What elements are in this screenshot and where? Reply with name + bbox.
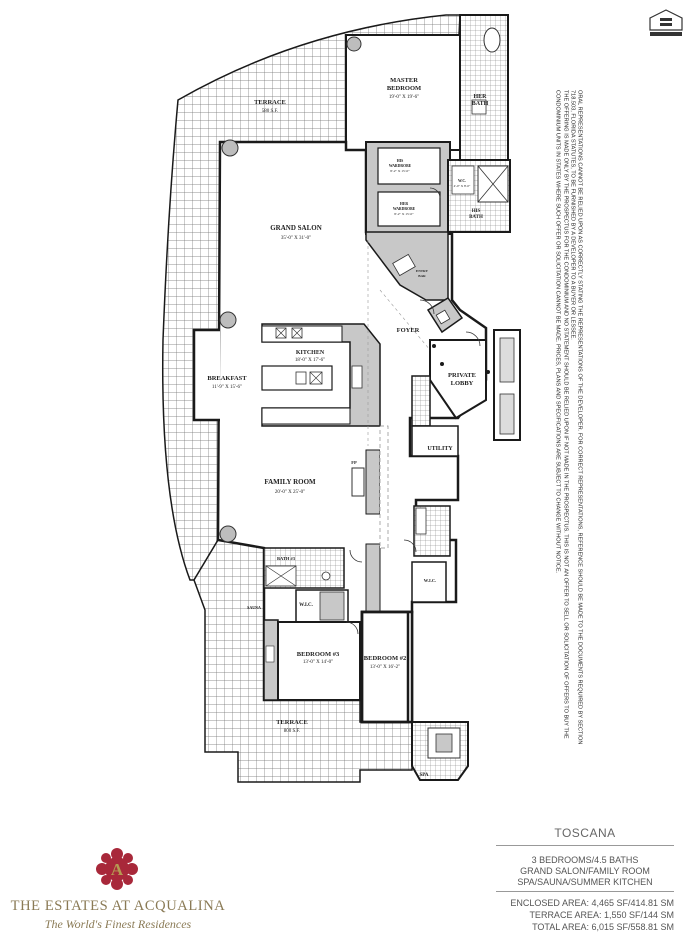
logo-letter: A (111, 860, 124, 879)
her-wardrobe (377, 191, 441, 227)
his-wardrobe-label: HIS (397, 159, 404, 163)
kitchen-label: KITCHEN (296, 350, 325, 356)
legal-disclaimer: ORAL REPRESENTATIONS CANNOT BE RELIED UP… (554, 90, 583, 850)
his-bath-label-2: BATH (469, 215, 483, 220)
her-wardrobe-dims: 8'-2" X 15'-0" (394, 212, 414, 216)
brand-name: THE ESTATES AT ACQUALINA (10, 898, 226, 914)
master-bedroom-dims: 19'-0" X 19'-6" (389, 95, 419, 100)
breakfast-label: BREAKFAST (207, 375, 247, 382)
bedroom3-dims: 13'-0" X 14'-0" (303, 660, 333, 665)
brand-tagline: The World's Finest Residences (44, 917, 192, 931)
wc-dims: 4'-0" X 8'-0" (454, 184, 471, 188)
family-room-dims: 20'-0" X 25'-0" (275, 490, 305, 495)
feature-line-1: 3 BEDROOMS/4.5 BATHS (531, 855, 639, 865)
her-bath-label-2: BATH (472, 101, 489, 107)
terrace-bottom-label: TERRACE (276, 719, 308, 726)
disclaimer-line-4: CONDOMINIUM UNITS IN STATES WHERE SUCH O… (554, 90, 561, 574)
property-name: TOSCANA (554, 826, 616, 840)
family-room-label: FAMILY ROOM (264, 478, 316, 486)
his-wardrobe-label-2: WARDROBE (389, 164, 412, 168)
disclaimer-line-1: ORAL REPRESENTATIONS CANNOT BE RELIED UP… (576, 90, 583, 745)
his-bath-label: HIS (472, 209, 481, 214)
his-wardrobe (377, 147, 441, 185)
utility-label: UTILITY (427, 446, 453, 452)
equal-housing-icon (649, 9, 683, 36)
acqualina-logo: A (96, 848, 138, 890)
her-wardrobe-label: HER (400, 202, 408, 206)
private-lobby-room (429, 339, 487, 420)
private-lobby-label: PRIVATE (448, 372, 476, 379)
spa-label: SPA (419, 773, 428, 778)
master-bedroom-label-2: BEDROOM (387, 85, 421, 92)
private-lobby-label-2: LOBBY (451, 380, 474, 387)
total-area: TOTAL AREA: 6,015 SF/558.81 SM (532, 922, 674, 932)
his-wardrobe-dims: 8'-2" X 15'-0" (390, 169, 410, 173)
her-bath-label: HER (473, 94, 487, 100)
terrace-bottom-area: 800 S.F. (284, 729, 300, 734)
disclaimer-line-2: 718.503, FLORIDA STATUTES, TO BE FURNISH… (569, 90, 576, 340)
terrace-top-label: TERRACE (254, 99, 286, 106)
entry-label-2: BAR (418, 274, 426, 278)
enclosed-area: ENCLOSED AREA: 4,465 SF/414.81 SM (510, 898, 674, 908)
terrace-top-area: 580 S.F. (262, 109, 278, 114)
breakfast-dims: 11'-9" X 15'-6" (212, 385, 242, 390)
feature-line-2: GRAND SALON/FAMILY ROOM (520, 866, 650, 876)
disclaimer-line-3: THE OFFERING IS MADE ONLY BY THE PROSPEC… (562, 90, 568, 739)
kitchen-dims: 18'-0" X 17'-6" (295, 358, 325, 363)
bath3-label: BATH #3 (277, 556, 296, 561)
wic2-label: W.I.C. (424, 578, 436, 583)
wic3-label: W.I.C. (299, 603, 314, 608)
foyer-label: FOYER (397, 327, 420, 334)
bedroom2-label: BEDROOM #2 (364, 655, 406, 662)
terrace-area: TERRACE AREA: 1,550 SF/144 SM (529, 910, 674, 920)
bedroom2-dims: 13'-0" X 16'-2" (370, 665, 400, 670)
wc-label: W.C. (458, 179, 466, 183)
grand-salon-label: GRAND SALON (270, 224, 322, 232)
grand-salon-dims: 35'-0" X 31'-0" (281, 236, 311, 241)
fp-label: FP (351, 460, 357, 465)
master-bedroom-label: MASTER (390, 77, 418, 84)
bedroom3-label: BEDROOM #3 (297, 651, 340, 658)
her-wardrobe-label-2: WARDROBE (393, 207, 416, 211)
entry-label: ENTRY (416, 269, 429, 273)
feature-line-3: SPA/SAUNA/SUMMER KITCHEN (517, 877, 653, 887)
sauna-label: SAUNA (247, 605, 261, 610)
bedroom-3-room (277, 621, 361, 701)
